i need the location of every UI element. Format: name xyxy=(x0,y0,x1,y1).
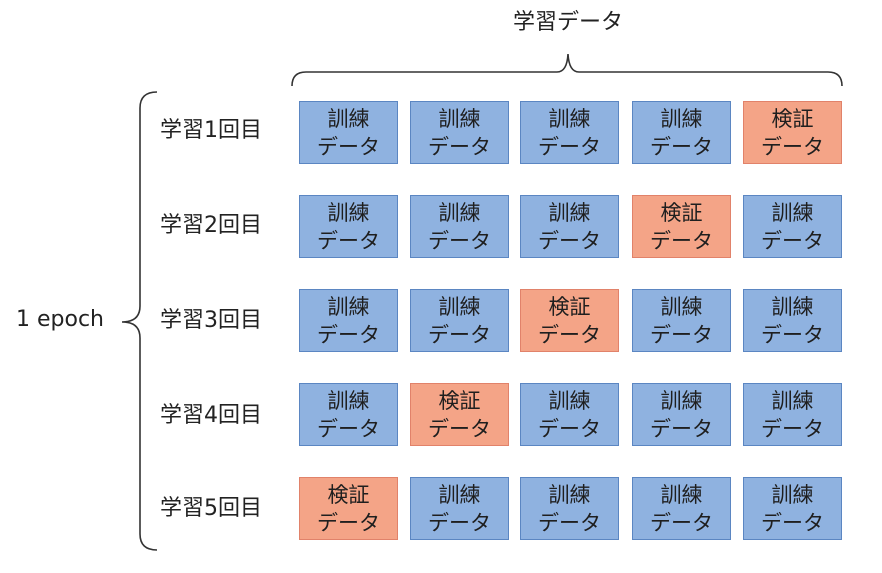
block-line-2: データ xyxy=(317,228,380,253)
train-data-block: 訓練データ xyxy=(743,477,842,540)
block-line-2: データ xyxy=(650,134,713,159)
block-line-2: データ xyxy=(317,134,380,159)
block-line-1: 訓練 xyxy=(660,388,703,413)
validation-data-block: 検証データ xyxy=(743,101,842,164)
block-line-1: 訓練 xyxy=(660,106,703,131)
train-data-block: 訓練データ xyxy=(520,383,619,446)
train-data-block: 訓練データ xyxy=(632,101,731,164)
block-line-1: 訓練 xyxy=(327,200,370,225)
train-data-heading: 学習データ xyxy=(512,10,623,35)
block-line-1: 訓練 xyxy=(771,294,814,319)
train-data-block: 訓練データ xyxy=(299,383,398,446)
train-data-block: 訓練データ xyxy=(410,195,509,258)
block-line-1: 訓練 xyxy=(548,482,591,507)
block-line-1: 検証 xyxy=(660,200,703,225)
block-line-1: 訓練 xyxy=(771,388,814,413)
row-label: 学習2回目 xyxy=(160,213,262,238)
train-data-block: 訓練データ xyxy=(520,101,619,164)
train-data-block: 訓練データ xyxy=(632,289,731,352)
block-line-2: データ xyxy=(650,510,713,535)
block-line-2: データ xyxy=(428,322,491,347)
block-line-1: 検証 xyxy=(327,482,370,507)
block-line-1: 検証 xyxy=(548,294,591,319)
train-data-block: 訓練データ xyxy=(520,195,619,258)
train-data-block: 訓練データ xyxy=(743,289,842,352)
train-data-block: 訓練データ xyxy=(632,383,731,446)
row-label: 学習1回目 xyxy=(160,118,262,143)
block-line-1: 訓練 xyxy=(771,200,814,225)
block-line-2: データ xyxy=(538,228,601,253)
block-line-2: データ xyxy=(650,228,713,253)
row-label: 学習5回目 xyxy=(160,496,262,521)
block-line-2: データ xyxy=(538,416,601,441)
block-line-1: 訓練 xyxy=(327,106,370,131)
left-brace xyxy=(121,91,158,551)
train-data-block: 訓練データ xyxy=(743,383,842,446)
block-line-1: 訓練 xyxy=(438,482,481,507)
train-data-block: 訓練データ xyxy=(299,289,398,352)
block-line-2: データ xyxy=(428,134,491,159)
block-line-1: 検証 xyxy=(771,106,814,131)
block-line-2: データ xyxy=(428,416,491,441)
epoch-label: 1 epoch xyxy=(16,307,104,332)
block-line-2: データ xyxy=(761,416,824,441)
train-data-block: 訓練データ xyxy=(410,477,509,540)
block-line-2: データ xyxy=(428,228,491,253)
block-line-1: 訓練 xyxy=(548,200,591,225)
block-line-2: データ xyxy=(761,510,824,535)
block-line-1: 訓練 xyxy=(771,482,814,507)
train-data-block: 訓練データ xyxy=(520,477,619,540)
block-line-1: 訓練 xyxy=(327,388,370,413)
block-line-2: データ xyxy=(538,510,601,535)
validation-data-block: 検証データ xyxy=(299,477,398,540)
row-label: 学習3回目 xyxy=(160,308,262,333)
block-line-2: データ xyxy=(761,228,824,253)
train-data-block: 訓練データ xyxy=(632,477,731,540)
block-line-2: データ xyxy=(428,510,491,535)
block-line-1: 訓練 xyxy=(548,106,591,131)
block-line-2: データ xyxy=(538,322,601,347)
validation-data-block: 検証データ xyxy=(520,289,619,352)
block-line-1: 訓練 xyxy=(660,482,703,507)
block-line-2: データ xyxy=(761,134,824,159)
block-line-1: 訓練 xyxy=(660,294,703,319)
validation-data-block: 検証データ xyxy=(410,383,509,446)
top-brace xyxy=(291,53,843,87)
train-data-block: 訓練データ xyxy=(299,101,398,164)
block-line-1: 訓練 xyxy=(438,294,481,319)
block-line-1: 訓練 xyxy=(438,106,481,131)
block-line-1: 訓練 xyxy=(327,294,370,319)
block-line-1: 訓練 xyxy=(438,200,481,225)
block-line-2: データ xyxy=(317,510,380,535)
train-data-block: 訓練データ xyxy=(410,289,509,352)
block-line-2: データ xyxy=(317,322,380,347)
train-data-block: 訓練データ xyxy=(299,195,398,258)
block-line-2: データ xyxy=(650,416,713,441)
block-line-1: 訓練 xyxy=(548,388,591,413)
block-line-2: データ xyxy=(761,322,824,347)
train-data-block: 訓練データ xyxy=(743,195,842,258)
row-label: 学習4回目 xyxy=(160,403,262,428)
block-line-2: データ xyxy=(650,322,713,347)
train-data-block: 訓練データ xyxy=(410,101,509,164)
block-line-2: データ xyxy=(538,134,601,159)
validation-data-block: 検証データ xyxy=(632,195,731,258)
block-line-1: 検証 xyxy=(438,388,481,413)
block-line-2: データ xyxy=(317,416,380,441)
